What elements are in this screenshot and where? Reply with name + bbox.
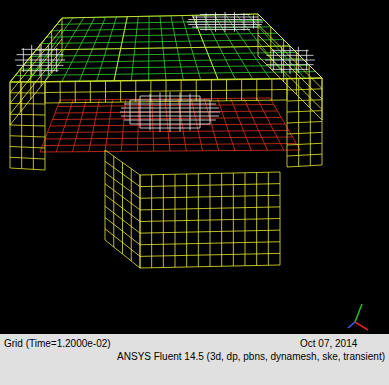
mesh-line xyxy=(45,137,293,139)
mesh-line xyxy=(258,14,322,78)
mesh-line xyxy=(287,132,322,134)
mesh-line xyxy=(105,218,140,245)
mesh-line xyxy=(192,27,258,28)
mesh-line xyxy=(20,65,309,69)
mesh-line xyxy=(10,147,45,149)
mesh-line xyxy=(10,82,45,83)
mesh-line xyxy=(10,18,62,82)
mesh-line xyxy=(62,14,258,18)
mesh-line xyxy=(140,207,280,210)
title-text: ANSYS Fluent 14.5 (3d, dp, pbns, dynames… xyxy=(117,351,385,363)
mesh-line xyxy=(48,131,289,133)
mesh-line xyxy=(124,120,216,121)
mesh-line xyxy=(265,60,315,61)
mesh-line xyxy=(105,229,140,257)
mesh-line xyxy=(36,46,290,50)
mesh-line xyxy=(287,89,322,90)
mesh-line xyxy=(21,70,58,71)
mesh-line xyxy=(15,60,65,61)
mesh-line xyxy=(120,112,220,113)
mesh-line xyxy=(43,144,297,146)
mesh-line xyxy=(200,96,201,128)
mesh-line xyxy=(56,48,57,72)
mesh-line xyxy=(253,15,254,28)
mesh-line xyxy=(31,52,297,56)
mesh-line xyxy=(287,154,322,156)
mesh-line xyxy=(306,50,307,71)
mesh-line xyxy=(105,150,140,175)
mesh-line xyxy=(105,240,140,268)
title-text: Grid (Time=1.2000e-02) xyxy=(4,338,111,350)
mesh-line xyxy=(105,206,140,233)
mesh-line xyxy=(50,124,285,126)
mesh-line xyxy=(10,136,45,137)
mesh-line xyxy=(140,172,280,175)
mesh-line xyxy=(287,143,322,145)
mesh-line xyxy=(190,94,191,131)
mesh-line xyxy=(140,242,280,245)
mesh-line xyxy=(15,72,315,76)
mesh-line xyxy=(105,184,140,210)
mesh-line xyxy=(234,12,235,31)
mesh-line xyxy=(130,124,210,125)
mesh-line xyxy=(10,114,45,116)
mesh-wireframe xyxy=(10,12,322,268)
mesh-line xyxy=(287,100,322,101)
mesh-line xyxy=(41,40,283,44)
axes-triad xyxy=(348,304,368,330)
mesh-line xyxy=(10,29,62,93)
mesh-line xyxy=(140,265,280,268)
mesh-line xyxy=(287,122,322,124)
mesh-line xyxy=(105,173,140,199)
mesh-line xyxy=(45,100,287,103)
mesh-line xyxy=(10,103,45,105)
mesh-line xyxy=(105,161,140,186)
mesh-line xyxy=(10,92,45,93)
mesh-line xyxy=(52,27,271,31)
mesh-line xyxy=(200,29,250,30)
mesh-line xyxy=(140,195,280,198)
mesh-line xyxy=(140,219,280,222)
mesh-line xyxy=(10,157,45,159)
mesh-line xyxy=(287,165,322,167)
mesh-line xyxy=(180,92,181,131)
mesh-line xyxy=(140,230,280,233)
mesh-line xyxy=(58,105,274,107)
mesh-line xyxy=(60,98,270,100)
mesh-line xyxy=(10,125,45,126)
mesh-line xyxy=(244,13,245,30)
mesh-line xyxy=(287,78,322,79)
mesh-line xyxy=(140,184,280,187)
mesh-line xyxy=(10,39,62,104)
mesh-line xyxy=(271,69,308,70)
mesh-line xyxy=(10,168,45,170)
mesh-line xyxy=(140,128,200,129)
mesh-line xyxy=(187,22,263,23)
mesh-line xyxy=(57,20,265,24)
mesh-line xyxy=(140,253,280,256)
mesh-line xyxy=(53,118,282,120)
mesh-line xyxy=(62,14,258,18)
mesh-line xyxy=(121,116,219,117)
mesh-line xyxy=(45,79,287,82)
mesh-line xyxy=(188,24,262,25)
mesh-line xyxy=(36,46,290,50)
mesh-line xyxy=(55,111,278,113)
mesh-line xyxy=(210,100,211,124)
mesh-line xyxy=(46,33,277,37)
mesh-line xyxy=(287,111,322,112)
mesh-line xyxy=(105,195,140,222)
mesh-line xyxy=(45,90,287,93)
mesh-line xyxy=(40,150,300,152)
title-text: Oct 07, 2014 xyxy=(300,338,357,350)
